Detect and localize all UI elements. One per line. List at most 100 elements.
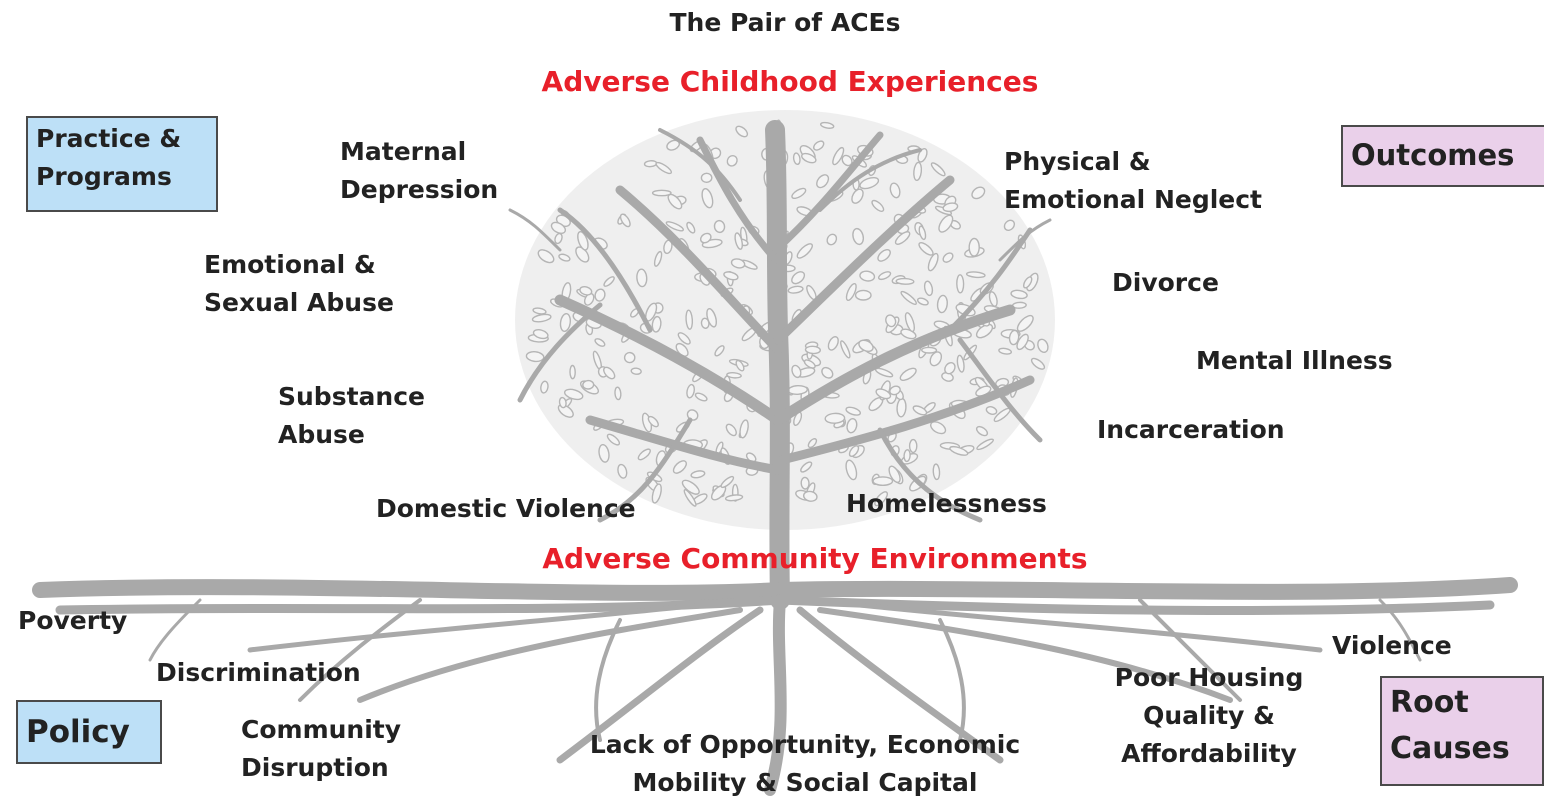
practice-programs-line1: Practice &	[36, 124, 182, 153]
leaf	[956, 274, 965, 294]
outcomes-label: Outcomes	[1351, 138, 1515, 172]
leaf	[623, 351, 636, 364]
leaf	[938, 214, 954, 233]
leaf	[944, 362, 956, 375]
leaf	[603, 276, 615, 287]
leaf	[720, 475, 735, 489]
leaf	[824, 412, 846, 424]
leaf	[904, 312, 916, 333]
outcomes-box: Outcomes	[1341, 125, 1544, 187]
leaf	[575, 246, 590, 263]
leaf	[701, 187, 714, 209]
leaf	[653, 250, 663, 267]
leaf	[927, 252, 939, 272]
substance-abuse-label: Substance Abuse	[278, 382, 425, 449]
page-title: The Pair of ACEs	[669, 8, 901, 37]
community-disruption-label: Community Disruption	[241, 715, 402, 782]
leaf	[998, 347, 1013, 355]
leaf	[603, 366, 616, 380]
leaf	[936, 294, 948, 314]
leaf	[859, 270, 876, 282]
root-causes-line1: Root	[1390, 685, 1469, 720]
incarceration-label: Incarceration	[1097, 415, 1285, 444]
leaf	[930, 421, 947, 435]
discrimination-label: Discrimination	[156, 658, 361, 687]
leaf	[913, 161, 923, 182]
leaf	[965, 271, 986, 279]
leaf	[537, 249, 555, 264]
leaf	[690, 470, 706, 479]
leaf	[637, 448, 651, 461]
leaf	[550, 221, 567, 235]
leaf	[681, 479, 700, 495]
leaf	[971, 186, 986, 200]
leaf	[531, 313, 552, 323]
leaf	[683, 489, 697, 507]
leaf	[804, 345, 821, 355]
lack-of-opportunity-label: Lack of Opportunity, Economic Mobility &…	[589, 730, 1021, 797]
leaf	[726, 372, 742, 379]
leaf	[921, 346, 938, 354]
policy-box: Policy	[16, 700, 162, 764]
mental-illness-label: Mental Illness	[1196, 346, 1393, 375]
leaf	[801, 152, 817, 164]
leaf	[916, 297, 929, 306]
leaf	[726, 154, 738, 167]
leaf	[796, 243, 813, 259]
leaf	[889, 385, 901, 396]
leaf	[899, 367, 917, 381]
leaf	[858, 339, 874, 353]
leaf	[725, 423, 737, 437]
leaf	[1008, 329, 1020, 346]
leaf	[803, 359, 816, 369]
leaf	[848, 445, 860, 458]
divorce-label: Divorce	[1112, 268, 1219, 297]
leaf	[630, 367, 642, 375]
community-heading: Adverse Community Environments	[542, 542, 1088, 575]
leaf	[598, 443, 610, 463]
leaf	[655, 161, 673, 175]
leaf	[832, 146, 845, 166]
leaf	[918, 225, 927, 241]
leaf	[723, 271, 739, 281]
leaf	[636, 268, 648, 288]
leaf	[787, 285, 804, 294]
leaf	[895, 277, 915, 285]
leaf	[985, 406, 998, 415]
leaf	[665, 221, 684, 232]
leaf	[617, 463, 628, 479]
leaf	[912, 405, 928, 416]
leaf	[900, 290, 917, 305]
leaf	[802, 490, 818, 502]
leaf	[730, 258, 746, 269]
leaf	[885, 314, 897, 328]
leaf	[859, 176, 880, 190]
leaf	[594, 288, 606, 302]
leaf	[787, 384, 808, 396]
violence-label: Violence	[1332, 631, 1452, 660]
leaf	[923, 280, 934, 297]
physical-emotional-neglect-label: Physical & Emotional Neglect	[1004, 147, 1263, 214]
leaf	[724, 494, 744, 502]
leaf	[559, 312, 572, 333]
leaf	[1016, 314, 1034, 332]
leaf	[1016, 333, 1029, 351]
leaf	[686, 383, 695, 399]
leaf	[686, 221, 696, 234]
leaf	[532, 307, 547, 315]
domestic-violence-label: Domestic Violence	[376, 494, 636, 523]
leaf	[1030, 357, 1046, 370]
leaf	[594, 338, 606, 347]
practice-programs-line2: Programs	[36, 162, 172, 191]
leaf	[827, 336, 839, 351]
leaf	[1010, 289, 1028, 300]
leaf	[872, 476, 894, 486]
leaf	[791, 271, 806, 285]
leaf	[532, 329, 549, 340]
leaf	[558, 396, 567, 409]
leaf	[816, 174, 830, 189]
leaf	[840, 340, 851, 359]
childhood-heading: Adverse Childhood Experiences	[541, 65, 1039, 98]
leaf	[976, 438, 994, 451]
leaf	[694, 392, 708, 402]
